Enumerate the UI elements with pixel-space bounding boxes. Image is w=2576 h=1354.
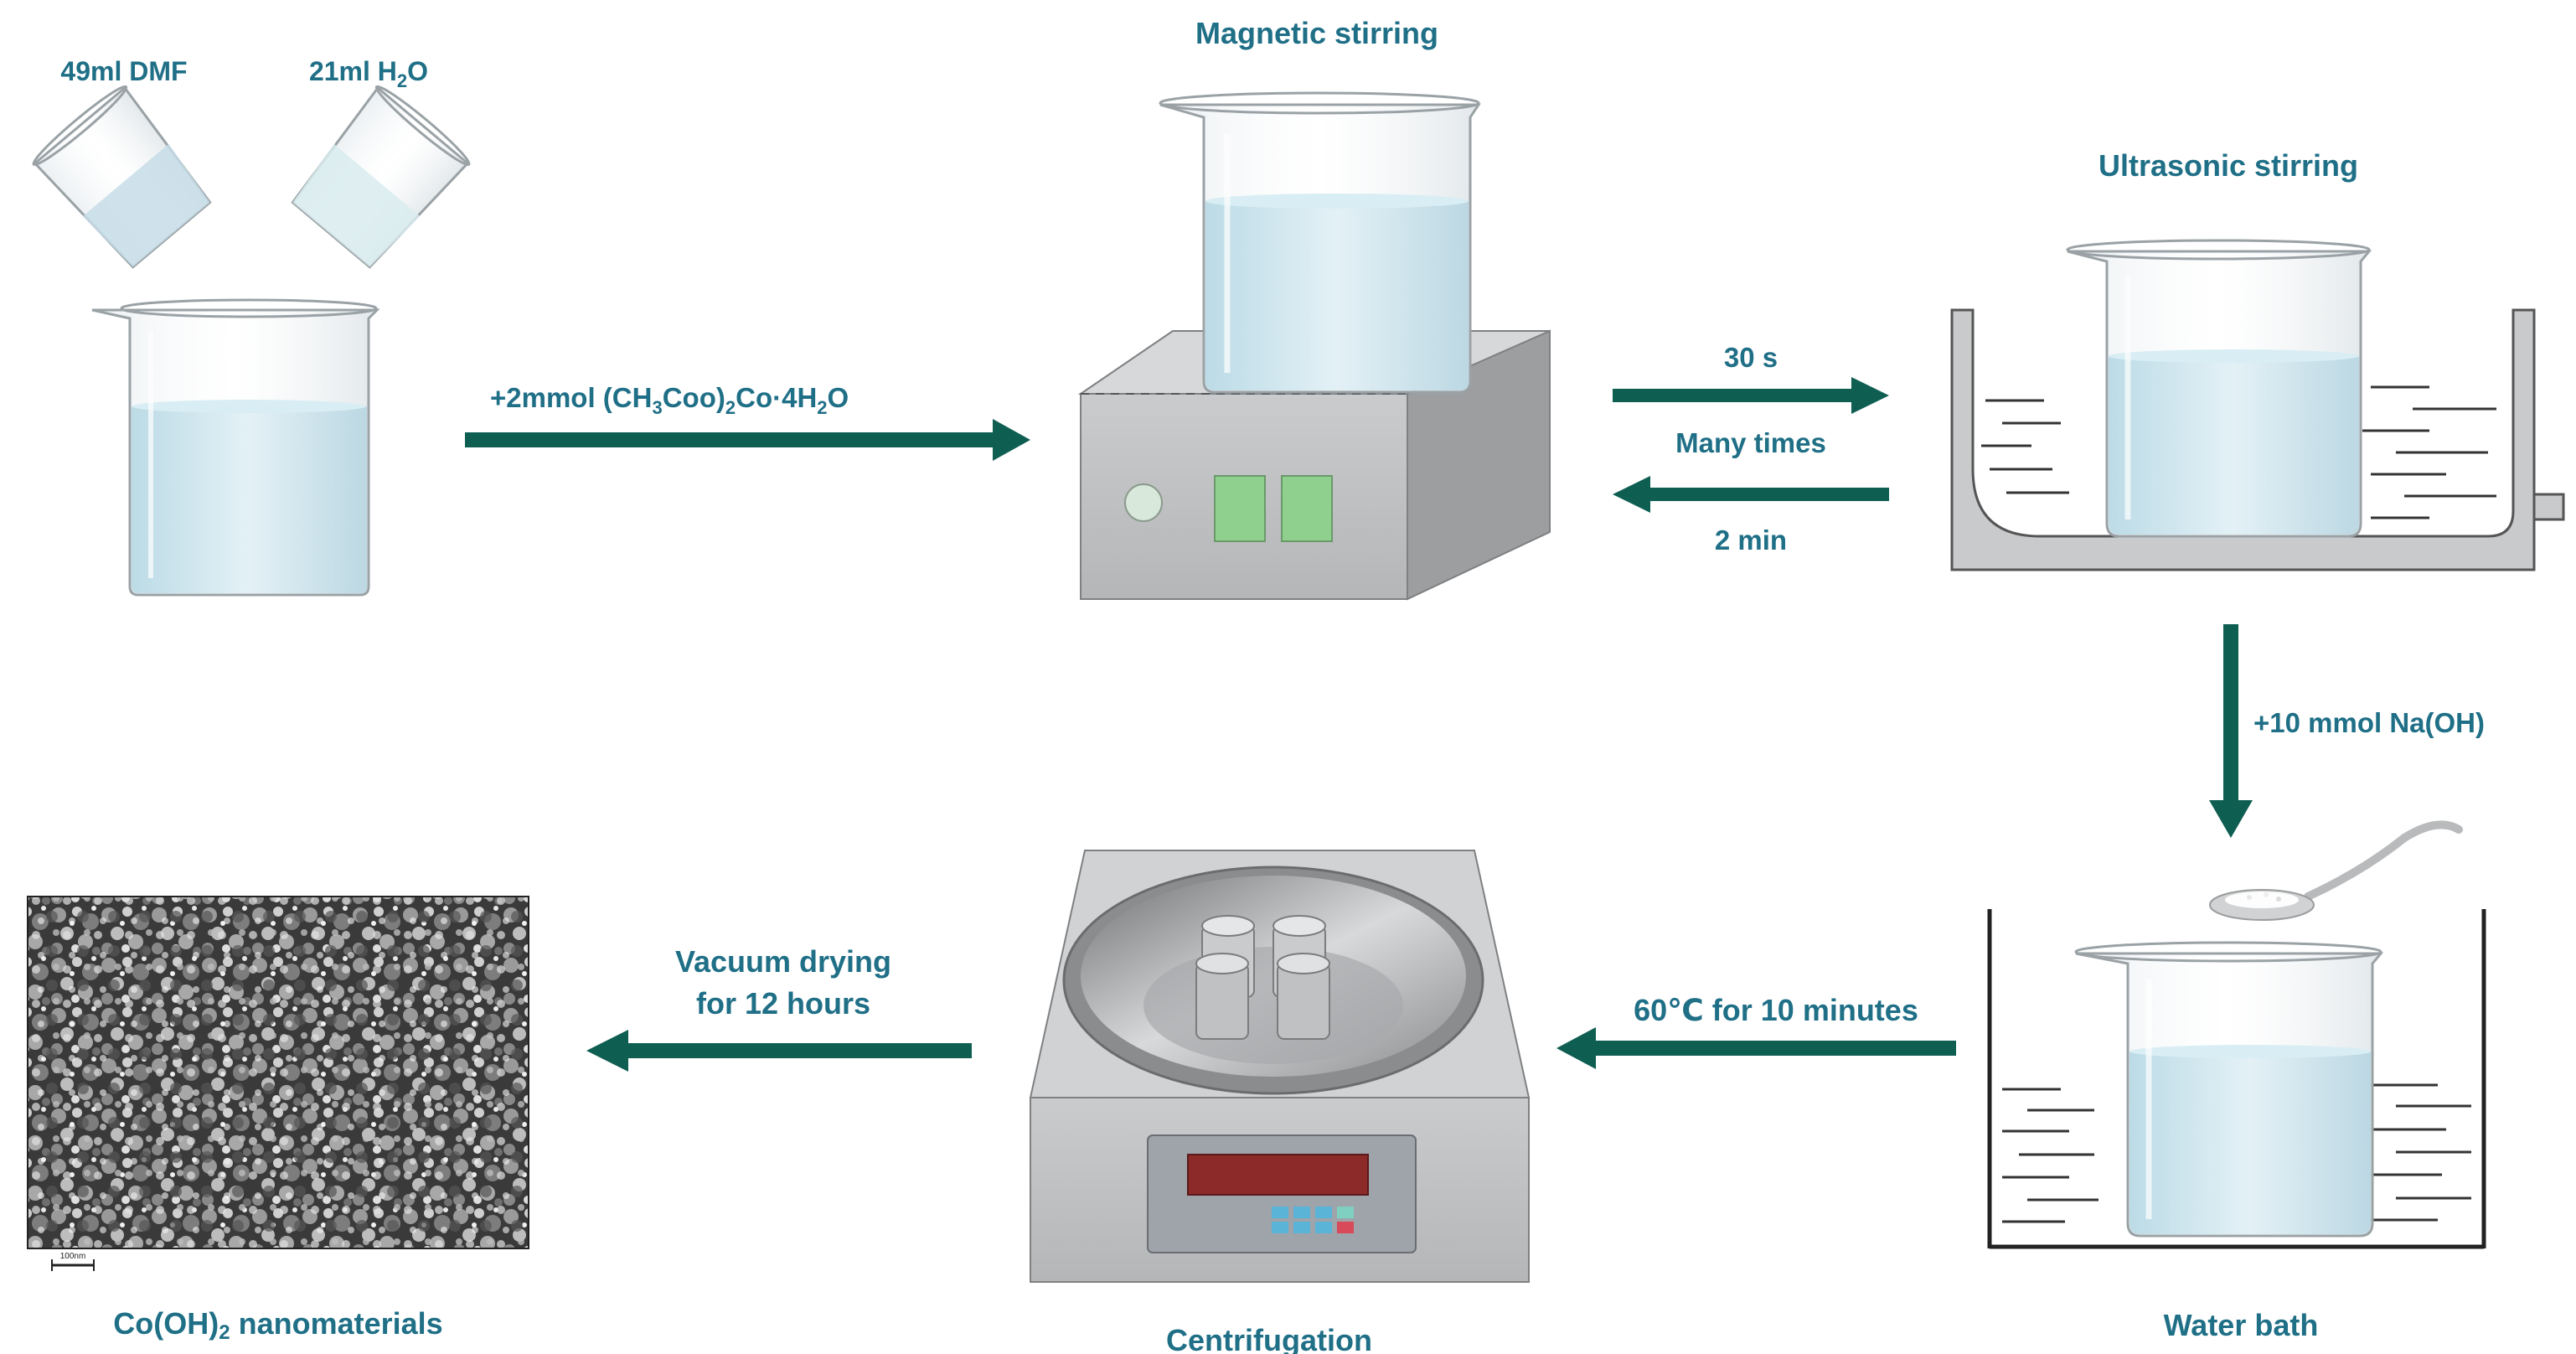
arrow-down-to-water-bath <box>2209 624 2253 838</box>
arrow-to-stirrer <box>465 419 1030 461</box>
water-bath-beaker-icon <box>2074 941 2384 1238</box>
naoh-label: +10 mmol Na(OH) <box>2253 707 2485 738</box>
water-pouring-cup-icon <box>291 85 471 269</box>
back-time-label: 2 min <box>1715 525 1787 556</box>
dmf-pouring-cup-icon <box>32 85 212 269</box>
ultrasonic-bath-icon <box>1950 308 2565 571</box>
arrow-to-centrifuge <box>1556 1027 1956 1069</box>
spoon-icon <box>2209 820 2463 921</box>
centrifuge-icon <box>1029 850 1531 1283</box>
water-bath-icon <box>1987 909 2486 1249</box>
centrifuge-tubes-icon <box>1195 915 1330 1040</box>
water-volume-label: 21ml H2O <box>309 56 428 91</box>
arrow-back-to-stirrer <box>1613 476 1889 513</box>
product-label: Co(OH)2 nanomaterials <box>113 1306 442 1344</box>
reagent-label: +2mmol (CH3Coo)2Co·4H2O <box>490 382 849 418</box>
magnetic-stirring-label: Magnetic stirring <box>1195 16 1438 50</box>
scale-bar-label: 100nm <box>60 1252 86 1261</box>
centrifugation-label: Centrifugation <box>1166 1323 1372 1354</box>
forward-time-label: 30 s <box>1724 342 1778 373</box>
mixing-beaker-icon <box>91 298 380 597</box>
drying-label-line1: Vacuum drying <box>675 944 891 979</box>
arrow-to-product <box>586 1030 972 1072</box>
stirring-beaker-icon <box>1159 91 1481 394</box>
heating-label: 60℃ for 10 minutes <box>1634 993 1918 1027</box>
ultrasonic-beaker-icon <box>2066 239 2372 538</box>
arrow-to-ultrasonic <box>1613 377 1889 414</box>
many-times-label: Many times <box>1675 427 1826 458</box>
drying-label-line2: for 12 hours <box>696 986 870 1021</box>
sem-micrograph <box>27 896 529 1249</box>
dmf-label: 49ml DMF <box>60 56 187 86</box>
water-bath-label: Water bath <box>2164 1308 2319 1342</box>
scale-bar: 100nm <box>51 1252 95 1271</box>
ultrasonic-stirring-label: Ultrasonic stirring <box>2098 148 2358 183</box>
